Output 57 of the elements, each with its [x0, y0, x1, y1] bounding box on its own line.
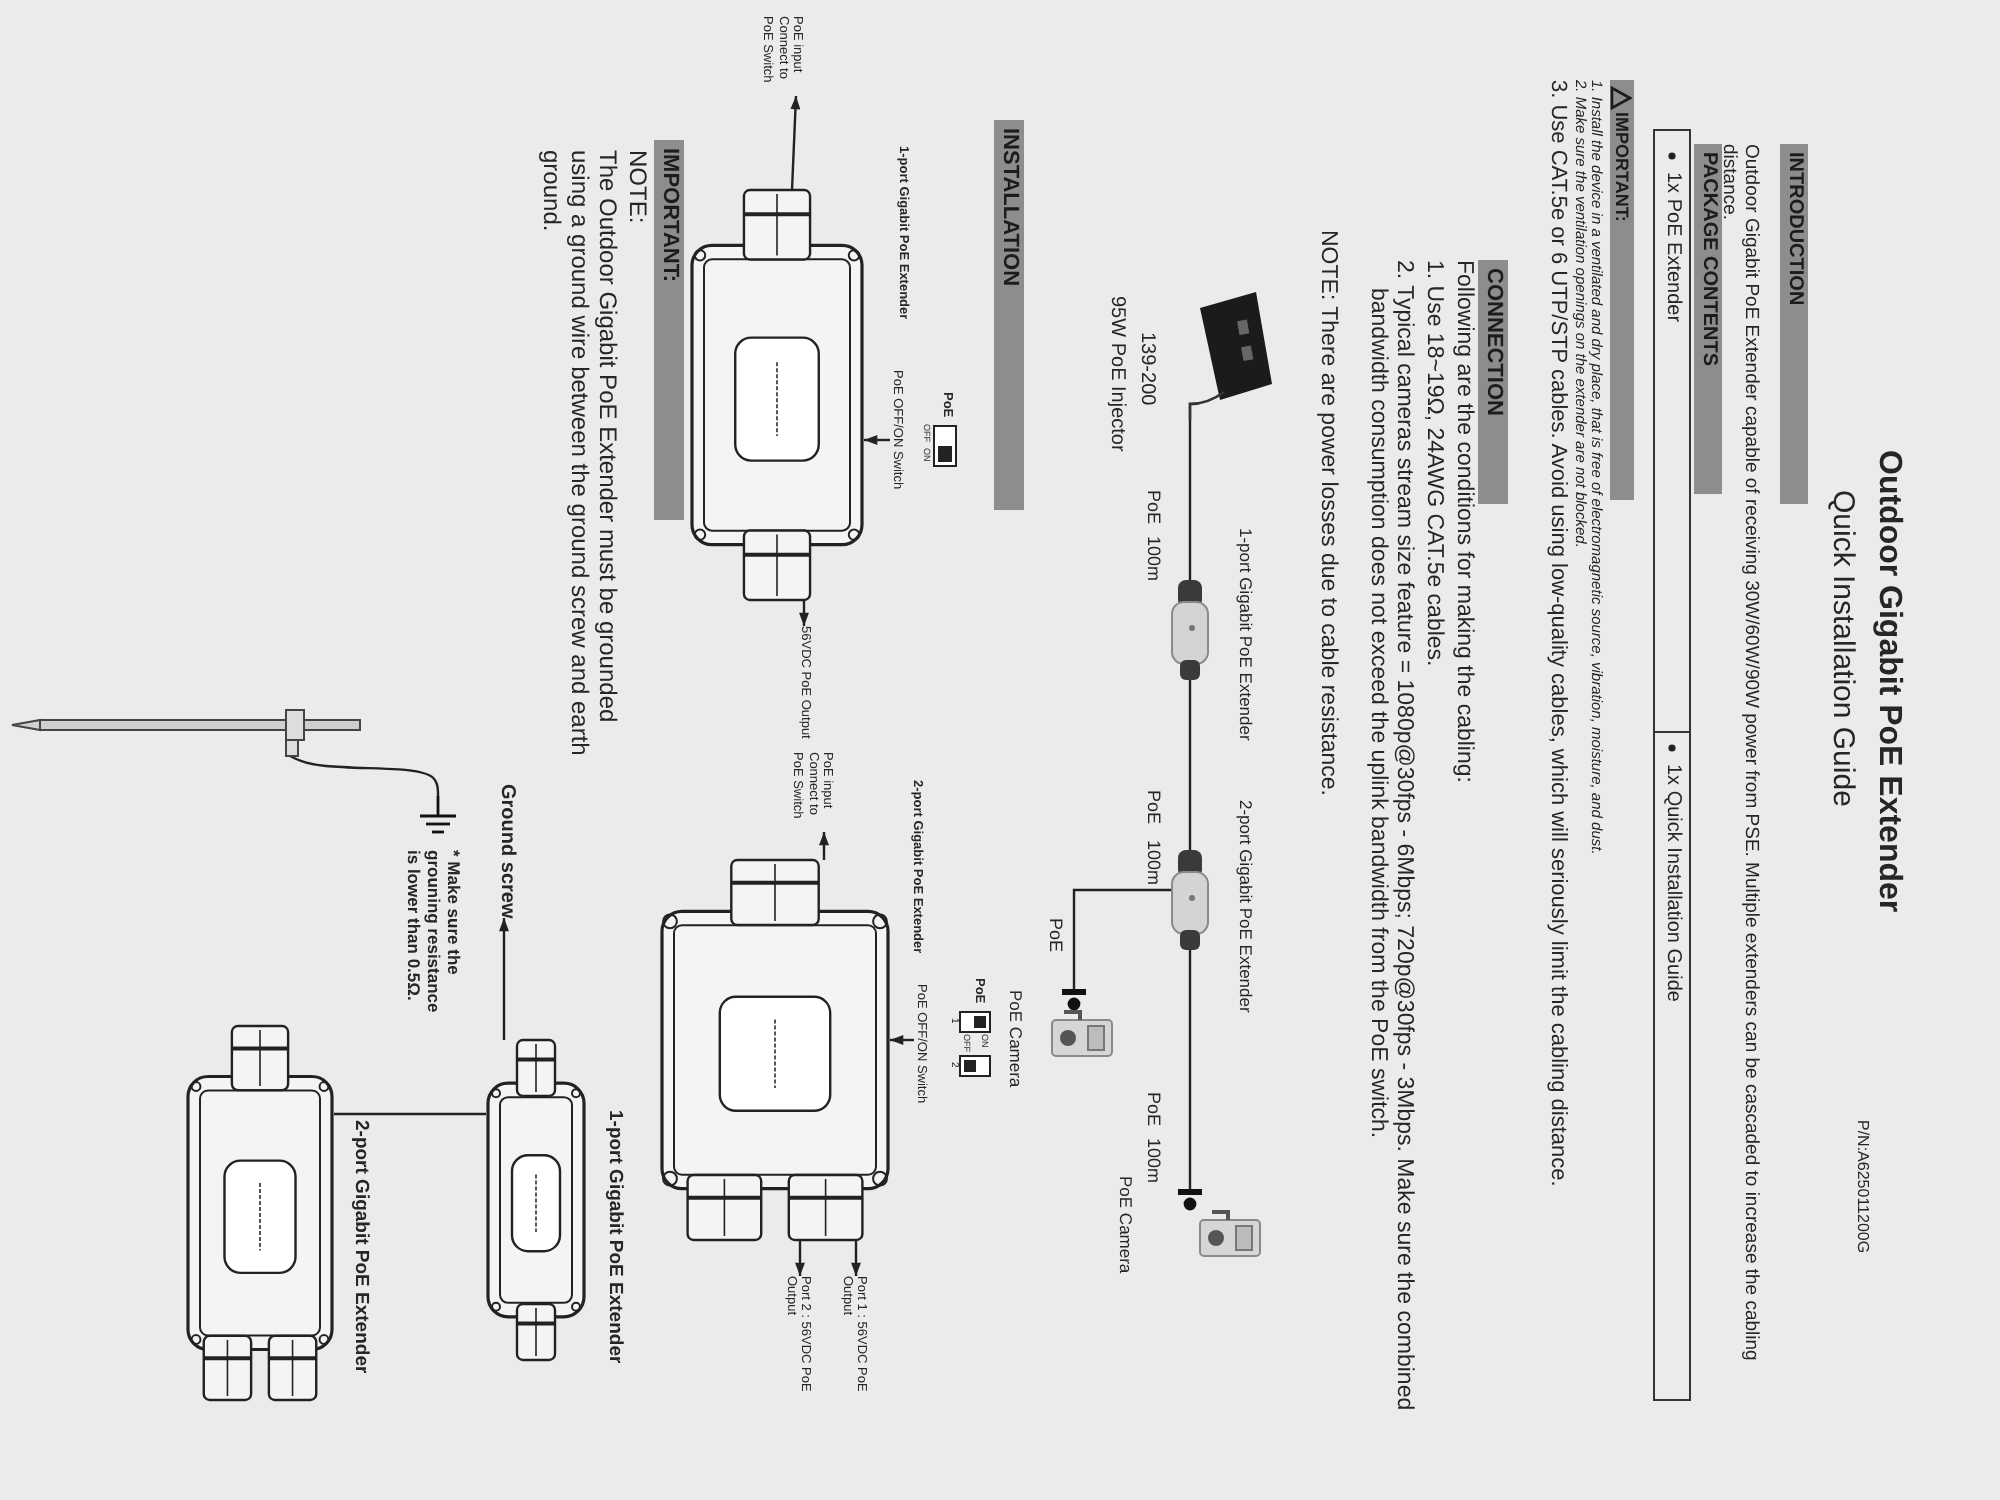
device-label: PoE Camera: [1114, 1176, 1134, 1274]
edge-label: PoE: [1143, 488, 1164, 527]
device-label: 1-port Gigabit PoE Extender: [602, 1110, 624, 1364]
device-label: 139-200: [1135, 332, 1158, 406]
section-header: IMPORTANT:: [654, 140, 684, 520]
text-label: 1x Quick Installation Guide: [1661, 764, 1684, 1002]
cable-line: [1175, 950, 1205, 1195]
device-label: PoE Camera: [1004, 990, 1024, 1088]
section-header: IMPORTANT:: [1609, 80, 1634, 500]
leader-arrow: [790, 95, 801, 191]
section-header: INSTALLATION: [994, 120, 1024, 510]
text-label: 2. Typical cameras stream size feature = 1080p@30fps - 6Mbps; 720p@30fps - 3Mbps. Make sure the combined bandwidth consumption does not exceed the uplink bandwidth from the PoE switch.: [1363, 260, 1416, 1415]
callout-text: Ground screw: [495, 784, 518, 919]
title: Outdoor Gigabit PoE Extender: [1870, 450, 1906, 913]
cable-line: [289, 754, 440, 796]
text-label: 1. Use 18~19Ω, 24AWG CAT.5e cables.: [1420, 260, 1446, 667]
text-label: 3. Use CAT.5e or 6 UTP/STP cables. Avoid using low-quality cables, which will seriously limit the cabling distance.: [1544, 80, 1570, 1187]
extender-drawing: [690, 190, 864, 600]
edge-label: PoE: [1143, 788, 1164, 827]
extender-drawing: [1172, 580, 1208, 680]
section-header: CONNECTION: [1478, 260, 1508, 504]
text-label: Quick Installation Guide: [1825, 490, 1860, 807]
text-label: 100m: [1143, 536, 1164, 582]
device-label: 2-port Gigabit PoE Extender: [1234, 800, 1254, 1013]
ground-rod-drawing: [8, 704, 364, 756]
extender-drawing: [660, 860, 890, 1240]
text-label: 1x PoE Extender: [1661, 172, 1684, 323]
text-label: Outdoor Gigabit PoE Extender capable of receiving 30W/60W/90W power from PSE. Multiple extenders can be cascaded to increase the cabling distance.: [1718, 144, 1760, 1365]
text-label: Following are the conditions for making the cabling:: [1450, 260, 1476, 783]
section-header: INTRODUCTION: [1781, 144, 1808, 504]
leader-arrow: [795, 1240, 805, 1276]
extender-drawing: [186, 1026, 334, 1400]
cable-line: [334, 1112, 486, 1116]
text-label: 100m: [1143, 840, 1164, 886]
leader-arrow: [499, 918, 509, 1040]
device-label: 1-port Gigabit PoE Extender: [1234, 528, 1254, 741]
cable-line: [1188, 420, 1192, 580]
text-label: * Make sure the grouning resistance is lower than 0.5Ω.: [403, 850, 462, 1014]
leader-arrow: [819, 832, 829, 860]
cable-line: [1059, 888, 1172, 995]
cable-line: [1188, 680, 1192, 850]
text-label: P/N:A625011200G: [1853, 1120, 1872, 1254]
edge-label: PoE: [1045, 916, 1066, 955]
device-label: 95W PoE Injector: [1105, 296, 1128, 452]
text-label: NOTE: There are power losses due to cable resistance.: [1314, 230, 1340, 796]
text-label: The Outdoor Gigabit PoE Extender must be grounded using a ground wire between the ground screw and earth ground.: [537, 150, 620, 760]
device-label: 2-port Gigabit PoE Extender: [348, 1120, 370, 1374]
extender-drawing: [486, 1040, 586, 1360]
leader-arrow: [864, 435, 890, 445]
text-label: NOTE:: [622, 150, 650, 224]
leader-arrow: [890, 1035, 914, 1045]
leader-arrow: [851, 1240, 861, 1276]
edge-label: PoE: [1143, 1090, 1164, 1129]
text-label: 100m: [1143, 1138, 1164, 1184]
extender-drawing: [1172, 850, 1208, 950]
leader-arrow: [799, 600, 809, 626]
section-header: PACKAGE CONTENTS: [1695, 144, 1722, 494]
